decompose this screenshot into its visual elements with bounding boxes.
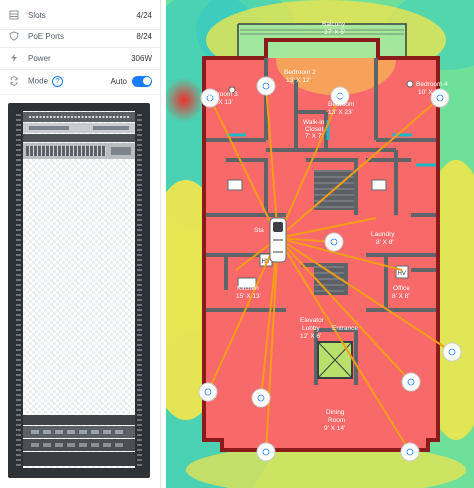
room-size: 13' X 12' [286,77,311,84]
exterior-wall [202,38,440,452]
property-row-slots: Slots 4/24 [0,3,160,27]
room-name: Closet [305,126,324,133]
lightning-icon [8,52,20,64]
room-name: Balcony [322,21,346,28]
access-point-icon[interactable] [256,442,276,462]
help-icon[interactable]: ? [52,75,64,87]
room-size: 10' X 13' [208,99,233,106]
room-name: Main [333,93,347,100]
interior-walls [206,58,436,385]
room-size: 15' X 13' [236,293,261,300]
divider [0,47,160,48]
switch-port-icon [273,222,283,232]
room-size: 13' X 23' [328,109,353,116]
access-point-icon[interactable] [251,388,271,408]
access-point-icon[interactable] [198,382,218,402]
property-row-poe-ports: PoE Ports 8/24 [0,24,160,48]
cable-runs[interactable] [207,85,453,453]
rack-device-switch[interactable] [23,143,135,159]
access-point-icon[interactable] [442,342,462,362]
access-point-icon[interactable] [256,76,276,96]
room-name: Kitchen [237,285,259,292]
room-name: Lobby [302,325,320,332]
rack-rail-left [16,111,21,468]
hv-label: HV [398,271,406,277]
property-value: 4/24 [136,10,152,20]
building-signal-area [204,58,438,450]
property-value: 8/24 [136,31,152,41]
room-name: Office [393,285,410,292]
rack-device-gateway[interactable] [23,123,135,133]
rack-empty-space[interactable] [23,111,135,468]
divider [0,69,160,70]
network-rack [8,103,150,478]
divider [0,94,160,95]
room-size: 10' X 12' [418,89,443,96]
access-point-icon[interactable] [401,372,421,392]
mode-label: Mode [28,76,49,86]
property-label: Mode? [28,75,111,87]
shield-icon [8,30,20,42]
access-point-icon[interactable] [324,232,344,252]
rack-device-battery[interactable] [23,452,135,466]
toggle-knob [142,77,151,85]
room-name: Dining [326,409,345,416]
property-row-mode: Mode? Auto [0,69,160,93]
access-point-icon[interactable] [400,442,420,462]
rack-device-shelf[interactable] [23,415,135,425]
rack-device-patch-panel[interactable] [23,112,135,122]
room-labels: Balcony 37' X 5' Bedroom 2 13' X 12' Bed… [206,21,448,432]
rack-device-power-unit[interactable] [23,426,135,438]
access-point-icon[interactable] [430,88,450,108]
room-name: Bedroom 4 [416,81,448,88]
room-name: Elevator [300,317,325,324]
property-label: Slots [28,10,46,20]
divider [0,29,160,30]
property-row-power: Power 306W [0,46,160,70]
room-size: 7' X 7' [305,133,323,140]
property-value: 306W [131,53,152,63]
room-name: Bedroom 3 [206,91,238,98]
access-point-icon[interactable] [200,88,220,108]
room-name: Entrance [332,325,358,332]
mode-value: Auto [110,76,127,86]
hv-label: HV [262,259,270,265]
rack-device-cable-manager[interactable] [23,134,135,142]
room-name: Walk-in [303,119,325,126]
room-name: Sta [254,227,264,234]
access-point-icon[interactable] [330,86,350,106]
floorplan-heatmap[interactable]: HV HV Balcony 37' X [166,0,474,488]
access-points[interactable] [198,76,462,462]
room-size: 8' X 8' [376,239,394,246]
slots-icon [8,9,20,21]
rack-device-ups[interactable] [23,439,135,451]
heatmap-yellow-zone [186,445,466,488]
mode-toggle[interactable] [132,75,152,87]
refresh-icon [8,75,20,87]
property-label: Power [28,53,51,63]
staircase [314,265,344,295]
room-size: 8' X 8' [392,293,410,300]
room-name: Bedroom 2 [284,69,316,76]
heatmap-hotspot [166,78,204,122]
room-name: Bedroom [328,101,354,108]
balcony-railing [238,23,407,58]
room-size: 37' X 5' [324,29,345,36]
balcony-railing-pattern [240,29,404,35]
rack-rail-right [137,111,142,468]
bathroom-fixtures [227,80,414,289]
room-name: Room [328,417,345,424]
floorplan-svg[interactable]: HV HV Balcony 37' X [166,0,474,488]
room-size: 9' X 14' [324,425,345,432]
room-size: 12' X 6' [300,333,321,340]
room-name: Laundry [371,231,395,238]
device-properties-panel: Slots 4/24 PoE Ports 8/24 Power 306W Mod… [0,0,161,488]
property-label: PoE Ports [28,31,65,41]
